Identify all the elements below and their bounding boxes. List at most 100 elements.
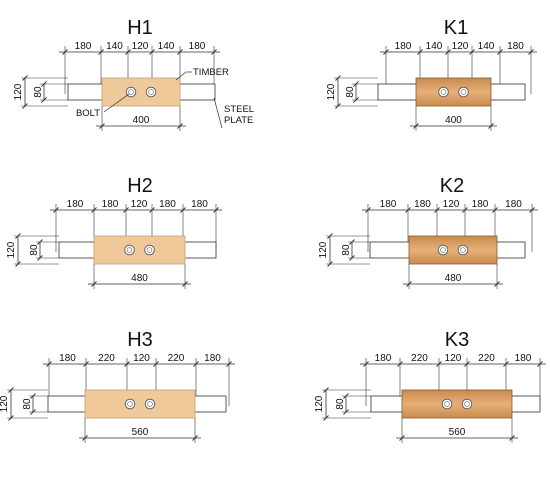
dimension-tick — [22, 103, 28, 109]
top-dimension-label: 120 — [443, 199, 460, 210]
steel-plate-leader — [213, 97, 223, 129]
bolt-shank — [146, 247, 153, 253]
top-dimension-label: 220 — [168, 353, 185, 364]
dimension-tick — [488, 123, 494, 129]
top-dimension-label: 120 — [131, 199, 148, 210]
specimen-title: K1 — [444, 17, 468, 39]
dimension-tick — [353, 81, 359, 87]
dimension-tick — [41, 81, 47, 87]
dimension-tick — [327, 233, 333, 239]
dimension-tick — [335, 75, 341, 81]
dimension-tick — [213, 207, 219, 213]
dimension-tick — [153, 361, 159, 367]
bolt-icon — [437, 244, 449, 256]
specimen-title: K2 — [440, 175, 464, 197]
timber-block — [408, 235, 498, 265]
dimension-tick — [469, 49, 475, 55]
dimension-tick — [365, 207, 371, 213]
dimension-tick — [41, 97, 47, 103]
top-dimension-label: 180 — [375, 353, 392, 364]
top-dimension-label: 180 — [75, 41, 92, 52]
dimension-tick — [349, 239, 355, 245]
top-dimension-label: 180 — [204, 353, 221, 364]
dimension-tick — [323, 415, 329, 421]
timber-block — [93, 235, 186, 265]
length-dimension-label: 480 — [445, 273, 462, 284]
dimension-tick — [363, 361, 369, 367]
timber-block — [415, 77, 492, 107]
depth-dimension-label: 120 — [6, 241, 17, 258]
bolt-icon — [124, 398, 136, 410]
bolt-shank — [128, 89, 134, 95]
specimen-title: K3 — [445, 329, 469, 351]
dimension-tick — [406, 281, 412, 287]
dimension-tick — [528, 49, 534, 55]
bolt-icon — [458, 86, 469, 98]
dimension-tick — [22, 75, 28, 81]
length-dimension-label: 560 — [449, 427, 466, 438]
top-dimension-label: 120 — [132, 41, 149, 52]
dimension-tick — [211, 49, 217, 55]
bolt-shank — [148, 89, 154, 95]
dimension-tick — [464, 361, 470, 367]
dimension-tick — [192, 435, 198, 441]
dimension-tick — [529, 207, 535, 213]
bolt-shank — [460, 247, 466, 253]
dimension-tick — [399, 435, 405, 441]
depth-dimension-label: 120 — [318, 241, 329, 258]
dimension-tick — [30, 409, 36, 415]
dimension-tick — [125, 49, 131, 55]
dimension-tick — [492, 207, 498, 213]
top-dimension-label: 180 — [515, 353, 532, 364]
dimension-tick — [509, 435, 515, 441]
dimension-tick — [397, 361, 403, 367]
bolt-shank — [460, 89, 467, 95]
depth-dimension-label: 80 — [341, 244, 352, 256]
dimension-tick — [327, 261, 333, 267]
dimension-tick — [226, 361, 232, 367]
specimen-title: H3 — [127, 329, 153, 351]
dimension-tick — [149, 49, 155, 55]
dimension-tick — [98, 49, 104, 55]
dimension-tick — [503, 361, 509, 367]
bolt-icon — [124, 244, 135, 256]
dimension-tick — [353, 97, 359, 103]
dimension-tick — [343, 409, 349, 415]
top-dimension-label: 140 — [106, 41, 123, 52]
dimension-tick — [177, 123, 183, 129]
depth-dimension-label: 80 — [345, 86, 356, 98]
bolt-shank — [440, 247, 446, 253]
dimension-tick — [349, 255, 355, 261]
top-dimension-label: 140 — [478, 41, 495, 52]
top-dimension-label: 180 — [189, 41, 206, 52]
bolt-icon — [438, 86, 449, 98]
depth-dimension-label: 80 — [22, 398, 33, 410]
depth-dimension-label: 120 — [314, 395, 325, 412]
top-dimension-label: 180 — [159, 199, 176, 210]
dimension-tick — [494, 281, 500, 287]
bolt-icon — [461, 398, 473, 410]
depth-dimension-label: 80 — [335, 398, 346, 410]
depth-dimension-label: 120 — [326, 83, 337, 100]
top-dimension-label: 120 — [445, 353, 462, 364]
bolt-icon — [441, 398, 453, 410]
top-dimension-label: 180 — [102, 199, 119, 210]
top-dimension-label: 220 — [411, 353, 428, 364]
timber-leader — [175, 71, 187, 81]
bolt-shank — [147, 401, 153, 407]
dimension-tick — [417, 49, 423, 55]
timber-annotation: TIMBER — [193, 67, 229, 78]
bolt-icon — [125, 86, 137, 98]
length-dimension-label: 400 — [445, 115, 462, 126]
dimension-tick — [46, 361, 52, 367]
timber-block — [401, 389, 513, 419]
dimension-tick — [405, 207, 411, 213]
dimension-tick — [434, 207, 440, 213]
dimension-tick — [149, 207, 155, 213]
specimen-title: H1 — [127, 17, 153, 39]
dimension-tick — [91, 281, 97, 287]
